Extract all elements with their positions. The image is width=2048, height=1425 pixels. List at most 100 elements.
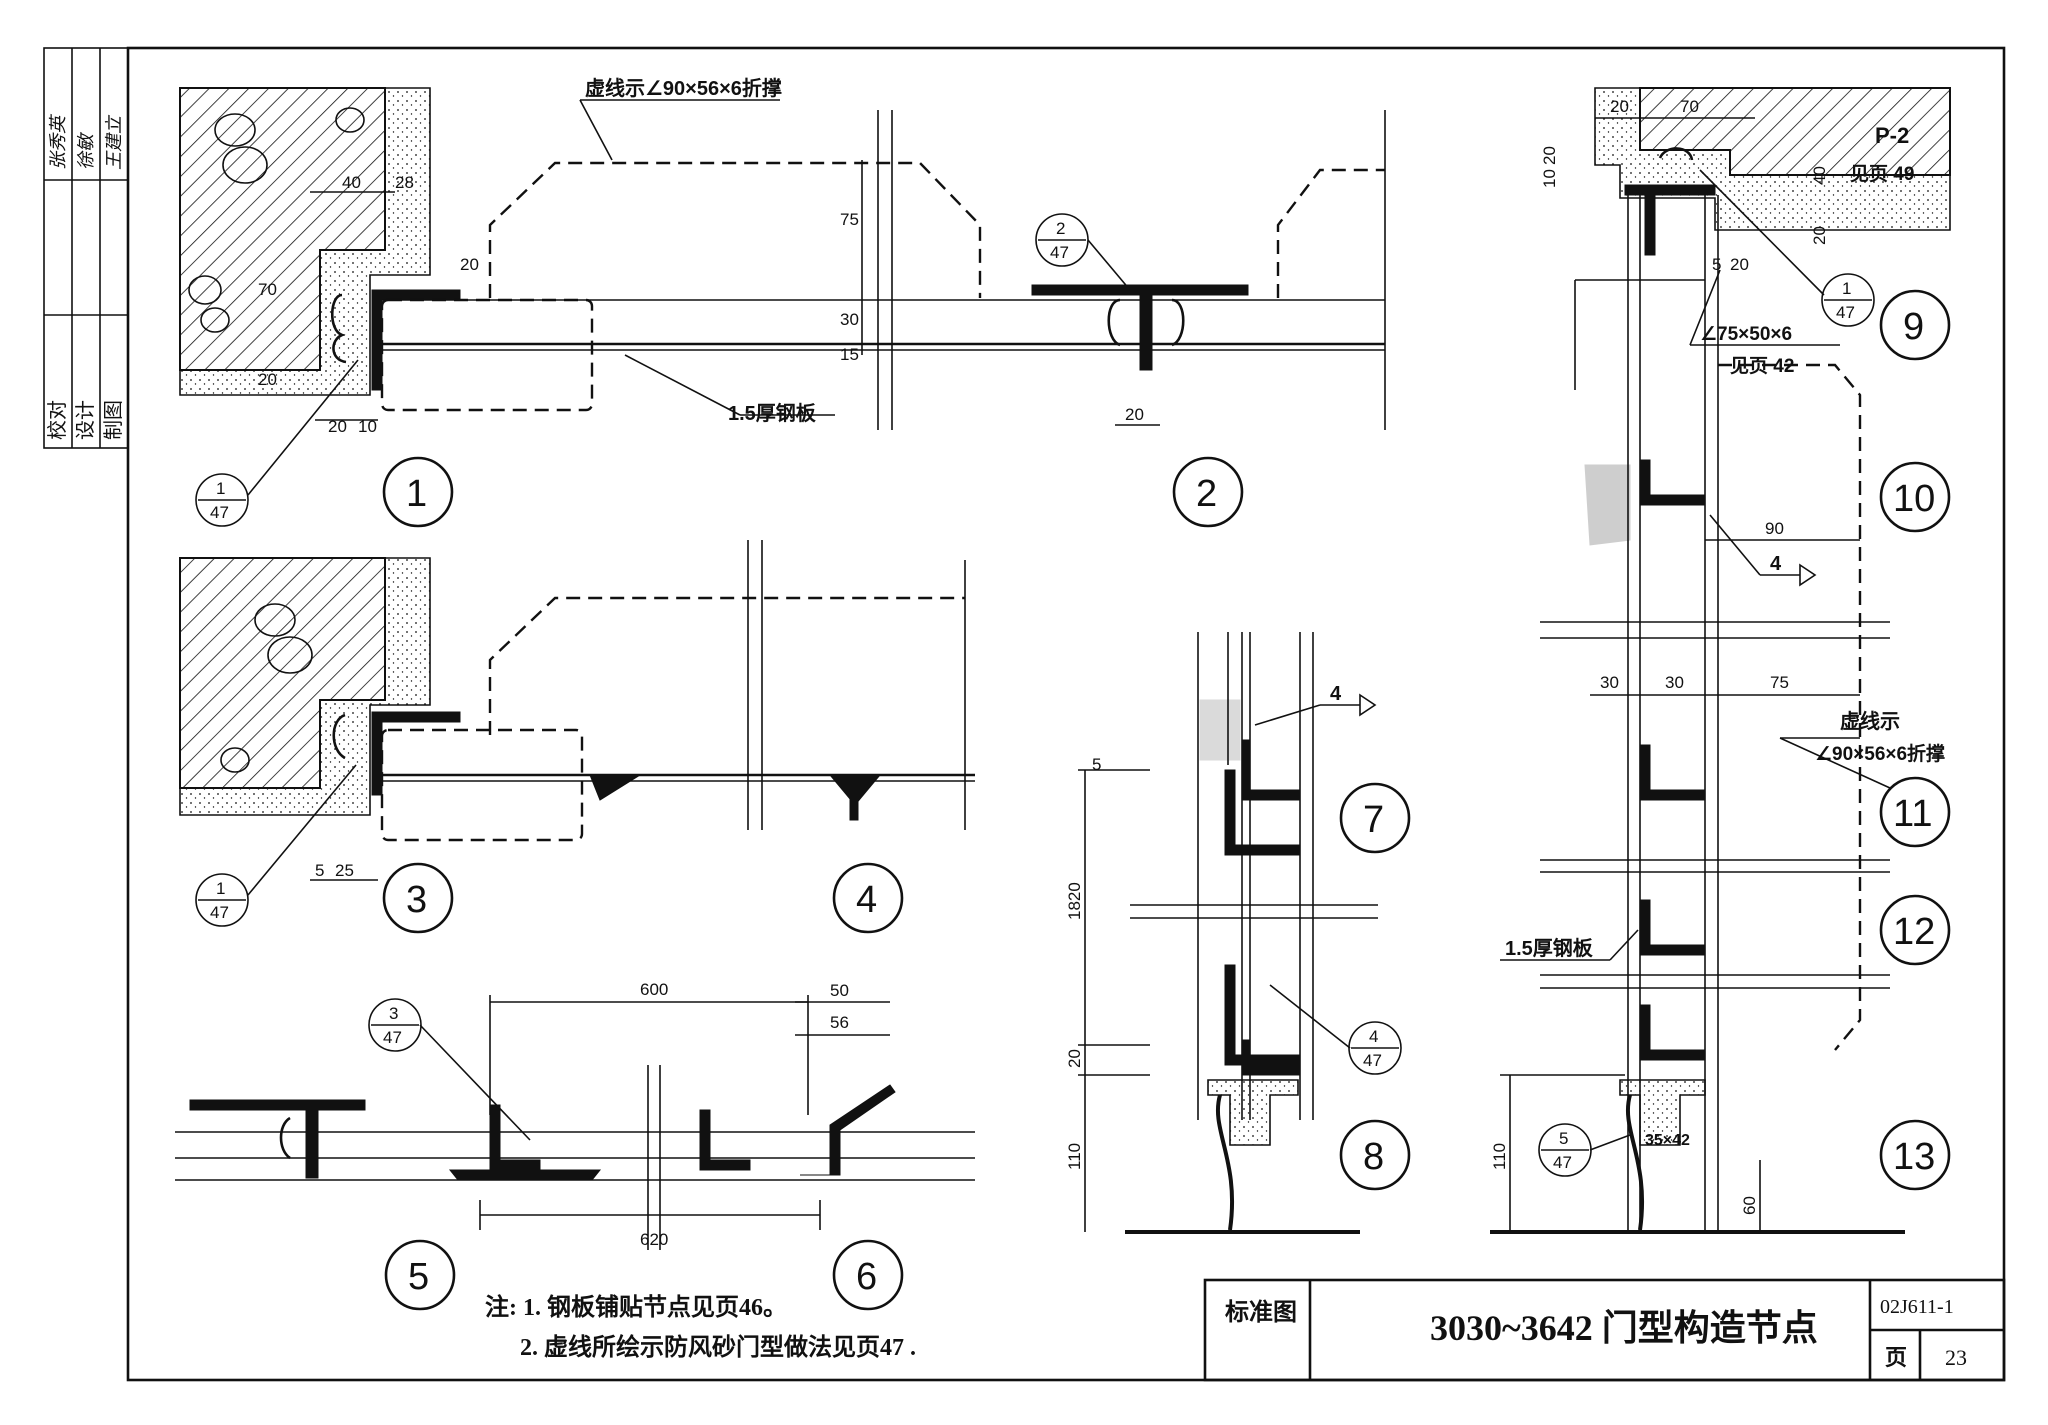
- node-1-circle: [382, 456, 454, 528]
- node-11-label: 11: [1893, 793, 1932, 835]
- dim-20a: 20: [460, 255, 479, 274]
- ref-num: 1: [216, 879, 225, 898]
- note-line-1: 注: 1. 钢板铺贴节点见页46。: [485, 1293, 787, 1321]
- dim-30: 30: [840, 310, 859, 329]
- ref-num: 1: [216, 479, 225, 498]
- steel-plate-note: 1.5厚钢板: [728, 401, 817, 425]
- ref-page: 47: [1050, 243, 1069, 262]
- frame-angle-1: [371, 289, 461, 391]
- node-12-label: 12: [1893, 911, 1935, 953]
- dim-1820: 1820: [1065, 882, 1084, 920]
- dim-75: 75: [840, 210, 859, 229]
- dim-5-r: 5: [1712, 255, 1721, 274]
- dim-20c: 20: [328, 417, 347, 436]
- ref-page: 47: [1553, 1153, 1572, 1172]
- dashed-brace-1: [488, 161, 982, 298]
- ref-num: 5: [1559, 1129, 1568, 1148]
- ref-page: 47: [1363, 1051, 1382, 1070]
- dim-70: 70: [258, 280, 277, 299]
- mullion-tee: [1031, 284, 1249, 371]
- ref-page: 47: [1836, 303, 1855, 322]
- dim-20d: 20: [1125, 405, 1144, 424]
- steel-plate-note-right: 1.5厚钢板: [1505, 936, 1594, 960]
- node-12-circle: [1879, 894, 1951, 966]
- page-number: 23: [1945, 1345, 1967, 1370]
- detail-ref-5-47: 5 47: [1538, 1123, 1631, 1177]
- angle-75-note: ∠75×50×6: [1700, 324, 1792, 345]
- section-35x42: 35×42: [1645, 1132, 1690, 1149]
- detail-ref-1-47-b: 1 47: [195, 764, 357, 927]
- dim-20b: 20: [258, 370, 277, 389]
- sign-column: 校对 设计 制图 张秀英 徐敏 王建立: [43, 47, 129, 449]
- dim-600: 600: [640, 980, 668, 999]
- dim-30-r1: 30: [1600, 673, 1619, 692]
- node-2-circle: [1172, 456, 1244, 528]
- p2-label: P-2: [1875, 123, 1909, 148]
- dim-56: 56: [830, 1013, 849, 1032]
- drawing-frame: [126, 46, 2006, 1382]
- node-8-circle: [1339, 1119, 1411, 1191]
- dim-110-r: 110: [1490, 1143, 1509, 1170]
- door-leaf-dashed: [380, 298, 594, 412]
- detail-7-8: 5 1820 20 110 4 4 47 7 8: [1065, 632, 1411, 1234]
- detail-ref-1-47-c: 1 47: [1699, 169, 1875, 327]
- detail-9-13: 20 70 10 20 40 20 5 20 90 30 30 75 110 6…: [1490, 87, 1951, 1234]
- node-7-circle: [1339, 782, 1411, 854]
- dim-40-r: 40: [1810, 166, 1829, 185]
- node-13-label: 13: [1893, 1136, 1935, 1178]
- drawing-title: 3030~3642 门型构造节点: [1430, 1308, 1818, 1348]
- page-label: 页: [1885, 1345, 1907, 1370]
- weld-4-a: 4: [1330, 683, 1342, 705]
- sign-role-3: 制图: [102, 400, 125, 440]
- see-page-49: 见页 49: [1850, 164, 1914, 185]
- dim-50: 50: [830, 981, 849, 1000]
- dim-20-r3: 20: [1810, 226, 1829, 245]
- node-4-label: 4: [856, 879, 877, 921]
- dim-15: 15: [840, 345, 859, 364]
- node-4-circle: [832, 862, 904, 934]
- dim-10-r: 10: [1540, 169, 1559, 188]
- brace-note-right-1: 虚线示: [1840, 709, 1900, 733]
- node-10-circle: [1879, 461, 1951, 533]
- dim-20-r4: 20: [1730, 255, 1749, 274]
- node-1-label: 1: [406, 473, 427, 515]
- sign-role-1: 校对: [46, 400, 69, 440]
- node-6-label: 6: [856, 1256, 877, 1298]
- detail-ref-1-47: 1 47: [195, 359, 359, 527]
- standard-label: 标准图: [1225, 1299, 1297, 1326]
- detail-5-6: 600 50 56 620 3 47 5 6: [175, 980, 975, 1311]
- brace-note-top: 虚线示∠90×56×6折撑: [585, 76, 782, 100]
- dim-620: 620: [640, 1230, 668, 1249]
- node-6-circle: [832, 1239, 904, 1311]
- signature-3: 王建立: [104, 114, 124, 170]
- title-block: 标准图 3030~3642 门型构造节点 02J611-1 页 23: [1203, 1278, 2006, 1382]
- dim-25: 25: [335, 861, 354, 880]
- sign-role-2: 设计: [74, 400, 97, 440]
- note-line-2: 2. 虚线所绘示防风砂门型做法见页47 .: [520, 1333, 916, 1361]
- detail-ref-2-47: 2 47: [1035, 213, 1131, 291]
- dim-75-r: 75: [1770, 673, 1789, 692]
- ref-num: 3: [389, 1004, 398, 1023]
- detail-ref-3-47: 3 47: [368, 998, 531, 1141]
- dim-70-r: 70: [1680, 97, 1699, 116]
- ref-num: 1: [1842, 279, 1851, 298]
- node-13-circle: [1879, 1119, 1951, 1191]
- node-8-label: 8: [1363, 1136, 1384, 1178]
- node-5-circle: [384, 1239, 456, 1311]
- dim-90: 90: [1765, 519, 1784, 538]
- node-5-label: 5: [408, 1256, 429, 1298]
- dim-20-r1: 20: [1610, 97, 1629, 116]
- dim-5b: 5: [1092, 755, 1101, 774]
- dim-20-r2: 20: [1540, 146, 1559, 165]
- ref-page: 47: [210, 903, 229, 922]
- node-10-label: 10: [1893, 478, 1935, 520]
- signature-1: 张秀英: [48, 113, 68, 170]
- node-3-label: 3: [406, 879, 427, 921]
- ref-page: 47: [383, 1028, 402, 1047]
- dim-20e: 20: [1065, 1049, 1084, 1068]
- dim-110: 110: [1065, 1143, 1084, 1170]
- detail-ref-4-47: 4 47: [1269, 984, 1402, 1075]
- see-page-42: 见页 42: [1730, 356, 1794, 377]
